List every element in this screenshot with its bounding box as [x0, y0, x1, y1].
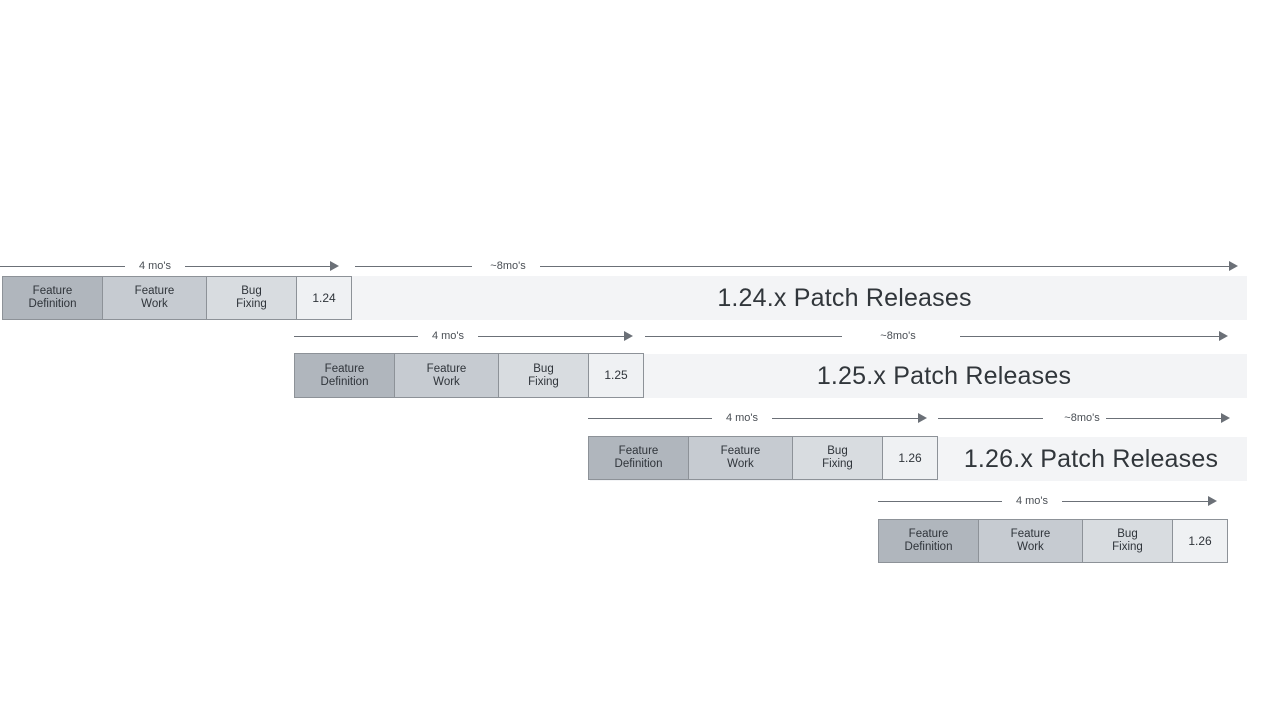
phase-feature-definition[interactable]: Feature Definition — [2, 276, 103, 320]
measure-patch-duration-1-26: ~8mo's — [938, 409, 1240, 427]
phase-label-line2: Fixing — [1112, 541, 1143, 553]
measure-line-left — [588, 418, 712, 419]
phase-label-line2: Fixing — [822, 458, 853, 470]
measure-label: ~8mo's — [880, 330, 916, 342]
phase-label-line2: Fixing — [236, 298, 267, 310]
version-chip-1-26-next[interactable]: 1.26 — [1172, 519, 1228, 563]
phase-label-line1: Feature — [1010, 528, 1051, 540]
phase-label-line1: Feature — [32, 285, 73, 297]
patch-release-label: 1.24.x Patch Releases — [717, 283, 972, 312]
measure-line-left — [355, 266, 472, 267]
phase-label-line1: Feature — [908, 528, 949, 540]
phase-label-line1: Feature — [426, 362, 467, 375]
measure-label: 4 mo's — [725, 412, 759, 424]
phase-label-line1: Bug — [1117, 528, 1138, 540]
version-chip-1-24[interactable]: 1.24 — [296, 276, 352, 320]
measure-line-left — [645, 336, 842, 337]
measure-patch-duration-1-24: ~8mo's — [355, 257, 1240, 275]
phase-label-line1: Bug — [827, 445, 848, 457]
version-label: 1.26 — [898, 450, 922, 465]
phase-label-line1: Bug — [533, 362, 554, 375]
phase-track-1-24: Feature Definition Feature Work Bug Fixi… — [2, 276, 352, 320]
measure-dev-duration-1-24: 4 mo's — [0, 257, 340, 275]
phase-bug-fixing[interactable]: Bug Fixing — [1082, 519, 1173, 563]
measure-line-right — [540, 266, 1230, 267]
version-label: 1.24 — [312, 290, 336, 305]
phase-track-1-26-next: Feature Definition Feature Work Bug Fixi… — [878, 519, 1229, 563]
measure-label: 4 mo's — [138, 260, 172, 272]
phase-label-line2: Work — [727, 458, 754, 470]
measure-label: ~8mo's — [490, 260, 526, 272]
arrowhead-icon — [330, 261, 339, 271]
measure-dev-duration-1-25: 4 mo's — [294, 327, 634, 345]
phase-track-1-25: Feature Definition Feature Work Bug Fixi… — [294, 353, 645, 398]
measure-line-right — [1062, 501, 1209, 502]
measure-label: 4 mo's — [1015, 495, 1049, 507]
phase-label-line1: Feature — [720, 445, 761, 457]
phase-label-line2: Definition — [904, 541, 953, 553]
measure-label: ~8mo's — [1064, 412, 1100, 424]
phase-feature-definition[interactable]: Feature Definition — [588, 436, 689, 480]
measure-line-right — [960, 336, 1220, 337]
measure-line-left — [294, 336, 418, 337]
phase-feature-definition[interactable]: Feature Definition — [294, 353, 395, 398]
measure-line-right — [478, 336, 625, 337]
arrowhead-icon — [624, 331, 633, 341]
measure-line-right — [185, 266, 331, 267]
measure-dev-duration-1-26: 4 mo's — [588, 409, 928, 427]
patch-release-label: 1.25.x Patch Releases — [816, 361, 1072, 390]
version-label: 1.26 — [1188, 533, 1212, 548]
phase-feature-work[interactable]: Feature Work — [394, 353, 499, 398]
measure-label: 4 mo's — [431, 330, 465, 342]
measure-line-left — [0, 266, 125, 267]
phase-label-line2: Work — [1017, 541, 1044, 553]
phase-feature-definition[interactable]: Feature Definition — [878, 519, 979, 563]
phase-label-line2: Definition — [28, 298, 77, 310]
phase-label-line2: Definition — [320, 375, 369, 388]
phase-label-line2: Definition — [614, 458, 663, 470]
arrowhead-icon — [1219, 331, 1228, 341]
phase-bug-fixing[interactable]: Bug Fixing — [206, 276, 297, 320]
phase-label-line1: Feature — [324, 362, 365, 375]
arrowhead-icon — [1208, 496, 1217, 506]
measure-line-left — [938, 418, 1043, 419]
patch-release-label: 1.26.x Patch Releases — [963, 444, 1219, 473]
measure-patch-duration-1-25: ~8mo's — [645, 327, 1240, 345]
phase-label-line2: Work — [433, 375, 460, 388]
phase-bug-fixing[interactable]: Bug Fixing — [498, 353, 589, 398]
arrowhead-icon — [1221, 413, 1230, 423]
version-label: 1.25 — [604, 368, 628, 382]
phase-feature-work[interactable]: Feature Work — [688, 436, 793, 480]
phase-label-line1: Bug — [241, 285, 262, 297]
measure-line-right — [1106, 418, 1222, 419]
arrowhead-icon — [918, 413, 927, 423]
measure-line-left — [878, 501, 1002, 502]
phase-label-line1: Feature — [134, 285, 175, 297]
phase-label-line1: Feature — [618, 445, 659, 457]
arrowhead-icon — [1229, 261, 1238, 271]
phase-feature-work[interactable]: Feature Work — [978, 519, 1083, 563]
version-chip-1-25[interactable]: 1.25 — [588, 353, 644, 398]
measure-line-right — [772, 418, 919, 419]
version-chip-1-26[interactable]: 1.26 — [882, 436, 938, 480]
phase-track-1-26: Feature Definition Feature Work Bug Fixi… — [588, 436, 939, 480]
measure-dev-duration-1-26-next: 4 mo's — [878, 492, 1218, 510]
phase-label-line2: Work — [141, 298, 168, 310]
phase-label-line2: Fixing — [528, 375, 559, 388]
phase-feature-work[interactable]: Feature Work — [102, 276, 207, 320]
phase-bug-fixing[interactable]: Bug Fixing — [792, 436, 883, 480]
